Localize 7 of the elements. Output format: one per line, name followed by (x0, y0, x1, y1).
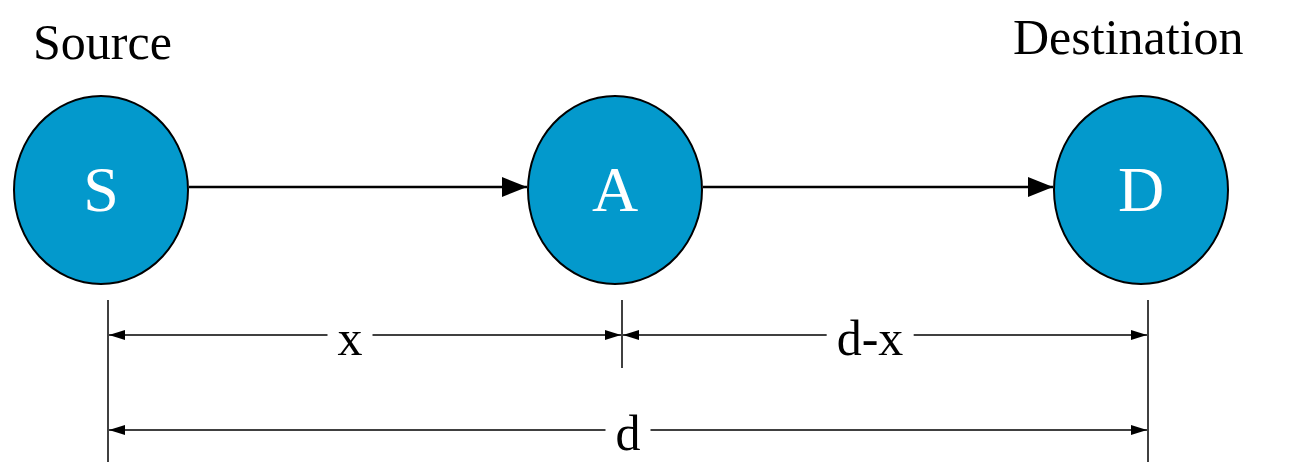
node-letter: A (590, 158, 640, 222)
arrow (189, 177, 527, 197)
arrow (703, 177, 1053, 197)
node-letter: D (1116, 158, 1166, 222)
node-caption: Destination (1013, 12, 1244, 62)
node-caption: Source (33, 17, 172, 67)
node-letter: S (82, 158, 120, 222)
